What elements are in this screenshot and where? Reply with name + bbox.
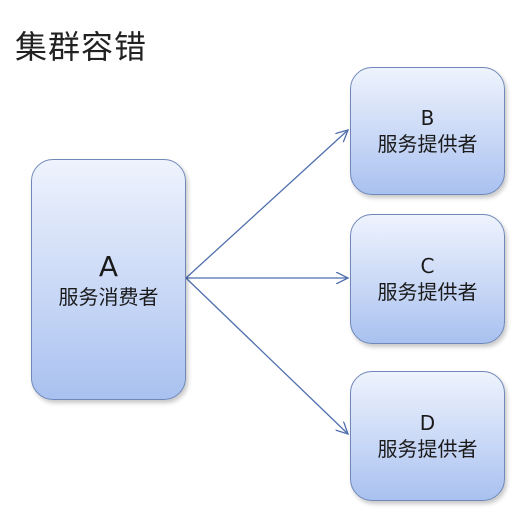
node-b-letter: B bbox=[420, 106, 435, 130]
node-a-label: 服务消费者 bbox=[58, 284, 159, 309]
page-title: 集群容错 bbox=[15, 28, 148, 66]
node-a-service-consumer: A 服务消费者 bbox=[31, 159, 186, 400]
node-c-service-provider: C 服务提供者 bbox=[350, 214, 505, 344]
edge-a-to-b bbox=[185, 130, 348, 279]
node-b-service-provider: B 服务提供者 bbox=[350, 67, 505, 195]
node-c-letter: C bbox=[420, 254, 435, 278]
node-a-letter: A bbox=[98, 249, 119, 283]
node-d-letter: D bbox=[419, 411, 436, 435]
edge-a-to-d bbox=[185, 277, 348, 434]
node-b-label: 服务提供者 bbox=[377, 132, 478, 156]
node-c-label: 服务提供者 bbox=[377, 280, 478, 304]
node-d-label: 服务提供者 bbox=[377, 437, 478, 461]
node-d-service-provider: D 服务提供者 bbox=[350, 371, 505, 501]
